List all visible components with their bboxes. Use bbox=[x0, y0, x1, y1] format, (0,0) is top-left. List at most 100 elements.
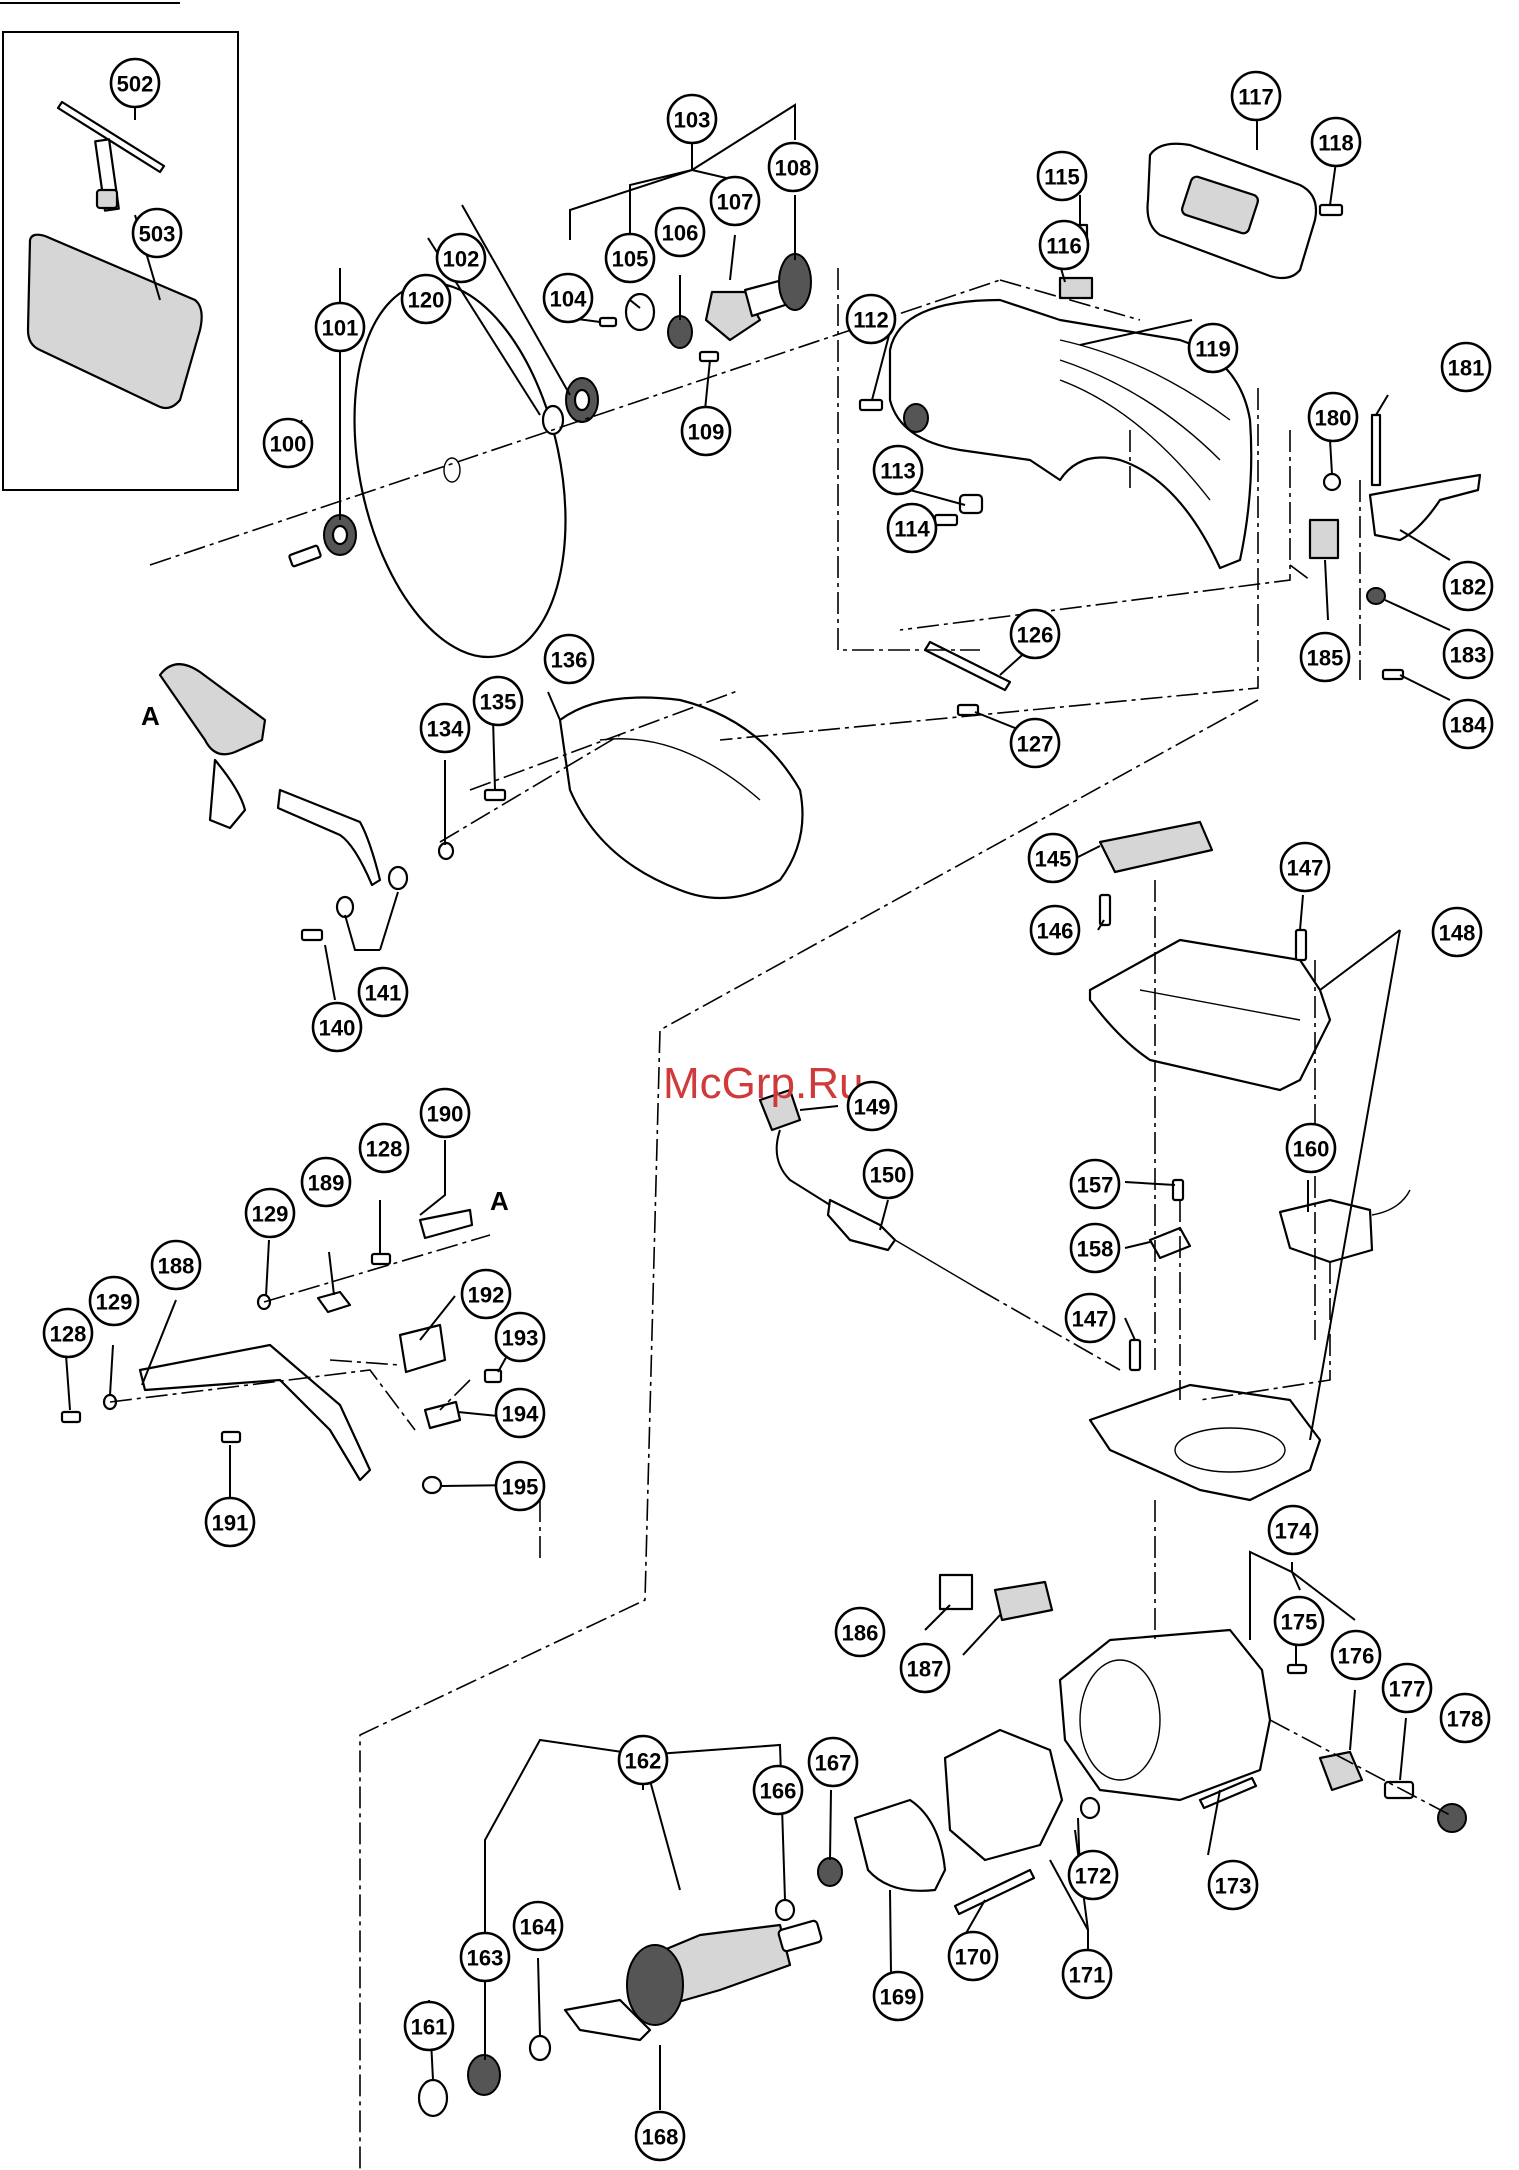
callout-number: 160 bbox=[1293, 1137, 1330, 1162]
callout-circle bbox=[494, 1311, 546, 1363]
accessory-box bbox=[2, 31, 239, 491]
callout-circle bbox=[150, 1239, 202, 1291]
callout-181: 181 bbox=[1440, 341, 1492, 393]
callout-circle bbox=[767, 141, 819, 193]
callout-circle bbox=[604, 232, 656, 284]
callout-number: 100 bbox=[270, 432, 307, 457]
callout-194: 194 bbox=[494, 1387, 546, 1439]
callout-174: 174 bbox=[1267, 1504, 1319, 1556]
label-drawing bbox=[1098, 820, 1214, 874]
callout-circle bbox=[494, 1387, 546, 1439]
callout-circle bbox=[542, 272, 594, 324]
callout-circle bbox=[109, 57, 161, 109]
callout-number: 194 bbox=[502, 1402, 539, 1427]
cover-plate-drawing bbox=[26, 233, 203, 410]
callout-157: 157 bbox=[1069, 1158, 1121, 1210]
callout-number: 113 bbox=[880, 459, 916, 484]
callout-number: 128 bbox=[366, 1137, 403, 1162]
callout-number: 109 bbox=[688, 420, 725, 445]
base-cover-drawing bbox=[1088, 938, 1332, 1092]
callout-number: 163 bbox=[467, 1946, 504, 1971]
callout-circle bbox=[262, 417, 314, 469]
callout-number: 102 bbox=[443, 247, 480, 272]
callout-number: 164 bbox=[520, 1915, 557, 1940]
callout-circle bbox=[459, 1931, 511, 1983]
arm-188-drawing bbox=[138, 1343, 372, 1482]
callout-150: 150 bbox=[862, 1148, 914, 1200]
callout-number: 171 bbox=[1069, 1963, 1106, 1988]
callout-number: 162 bbox=[625, 1749, 662, 1774]
callout-164: 164 bbox=[512, 1900, 564, 1952]
callout-number: 176 bbox=[1338, 1644, 1375, 1669]
callout-107: 107 bbox=[709, 175, 761, 227]
terminal-block-drawing bbox=[993, 1580, 1054, 1622]
callout-number: 129 bbox=[252, 1202, 289, 1227]
callout-circle bbox=[846, 1080, 898, 1132]
callout-circle bbox=[244, 1187, 296, 1239]
callout-circle bbox=[300, 1156, 352, 1208]
callout-128: 128 bbox=[42, 1307, 94, 1359]
callout-circle bbox=[1061, 1948, 1113, 2000]
callout-circle bbox=[1230, 70, 1282, 122]
callout-number: 119 bbox=[1195, 337, 1231, 362]
armature-drawing bbox=[626, 1919, 823, 2026]
callout-136: 136 bbox=[543, 633, 595, 685]
callout-number: 169 bbox=[880, 1985, 917, 2010]
callout-number: 127 bbox=[1017, 732, 1054, 757]
callout-circle bbox=[494, 1460, 546, 1512]
callout-number: 106 bbox=[662, 221, 699, 246]
callout-circle bbox=[1069, 1158, 1121, 1210]
callout-162: 162 bbox=[617, 1734, 669, 1786]
callout-number: 145 bbox=[1035, 847, 1072, 872]
callout-circle bbox=[42, 1307, 94, 1359]
callout-circle bbox=[886, 502, 938, 554]
callout-106: 106 bbox=[654, 206, 706, 258]
callout-circle bbox=[311, 1001, 363, 1053]
callout-number: 181 bbox=[1448, 356, 1485, 381]
callout-number: 129 bbox=[96, 1290, 133, 1315]
callout-129: 129 bbox=[88, 1275, 140, 1327]
callout-circle bbox=[899, 1642, 951, 1694]
callout-circle bbox=[1381, 1662, 1433, 1714]
callout-number: 126 bbox=[1017, 623, 1054, 648]
callout-number: 105 bbox=[612, 247, 649, 272]
callout-176: 176 bbox=[1330, 1629, 1382, 1681]
callout-number: 502 bbox=[117, 72, 154, 97]
callout-number: 189 bbox=[308, 1171, 345, 1196]
callout-circle bbox=[834, 1606, 886, 1658]
callout-number: 103 bbox=[674, 108, 711, 133]
callout-circle bbox=[1442, 698, 1494, 750]
callout-circle bbox=[1310, 116, 1362, 168]
callout-number: 107 bbox=[717, 190, 754, 215]
callout-circle bbox=[680, 405, 732, 457]
callout-141: 141 bbox=[357, 966, 409, 1018]
callout-number: 101 bbox=[322, 316, 359, 341]
callout-circle bbox=[1273, 1595, 1325, 1647]
callout-circle bbox=[872, 444, 924, 496]
callout-number: 167 bbox=[815, 1751, 852, 1776]
callout-180: 180 bbox=[1307, 391, 1359, 443]
callout-146: 146 bbox=[1029, 904, 1081, 956]
callout-126: 126 bbox=[1009, 608, 1061, 660]
callout-number: 140 bbox=[319, 1016, 356, 1041]
callout-circle bbox=[666, 93, 718, 145]
spindle-assembly-drawing bbox=[598, 253, 812, 363]
callout-circle bbox=[1440, 341, 1492, 393]
callout-number: 177 bbox=[1389, 1677, 1426, 1702]
callout-193: 193 bbox=[494, 1311, 546, 1363]
callout-circle bbox=[1431, 906, 1483, 958]
callout-503: 503 bbox=[131, 207, 183, 259]
callout-number: 134 bbox=[427, 717, 464, 742]
watermark-text: McGrp.Ru bbox=[663, 1059, 863, 1108]
callout-number: 503 bbox=[139, 222, 176, 247]
callout-number: 184 bbox=[1450, 713, 1487, 738]
callout-177: 177 bbox=[1381, 1662, 1433, 1714]
callout-circle bbox=[435, 232, 487, 284]
callout-114: 114 bbox=[886, 502, 938, 554]
callout-number: 195 bbox=[502, 1475, 539, 1500]
link-arm-drawing bbox=[158, 663, 382, 887]
callout-number: 183 bbox=[1450, 643, 1487, 668]
callout-circle bbox=[845, 293, 897, 345]
callout-116: 116 bbox=[1038, 219, 1090, 271]
